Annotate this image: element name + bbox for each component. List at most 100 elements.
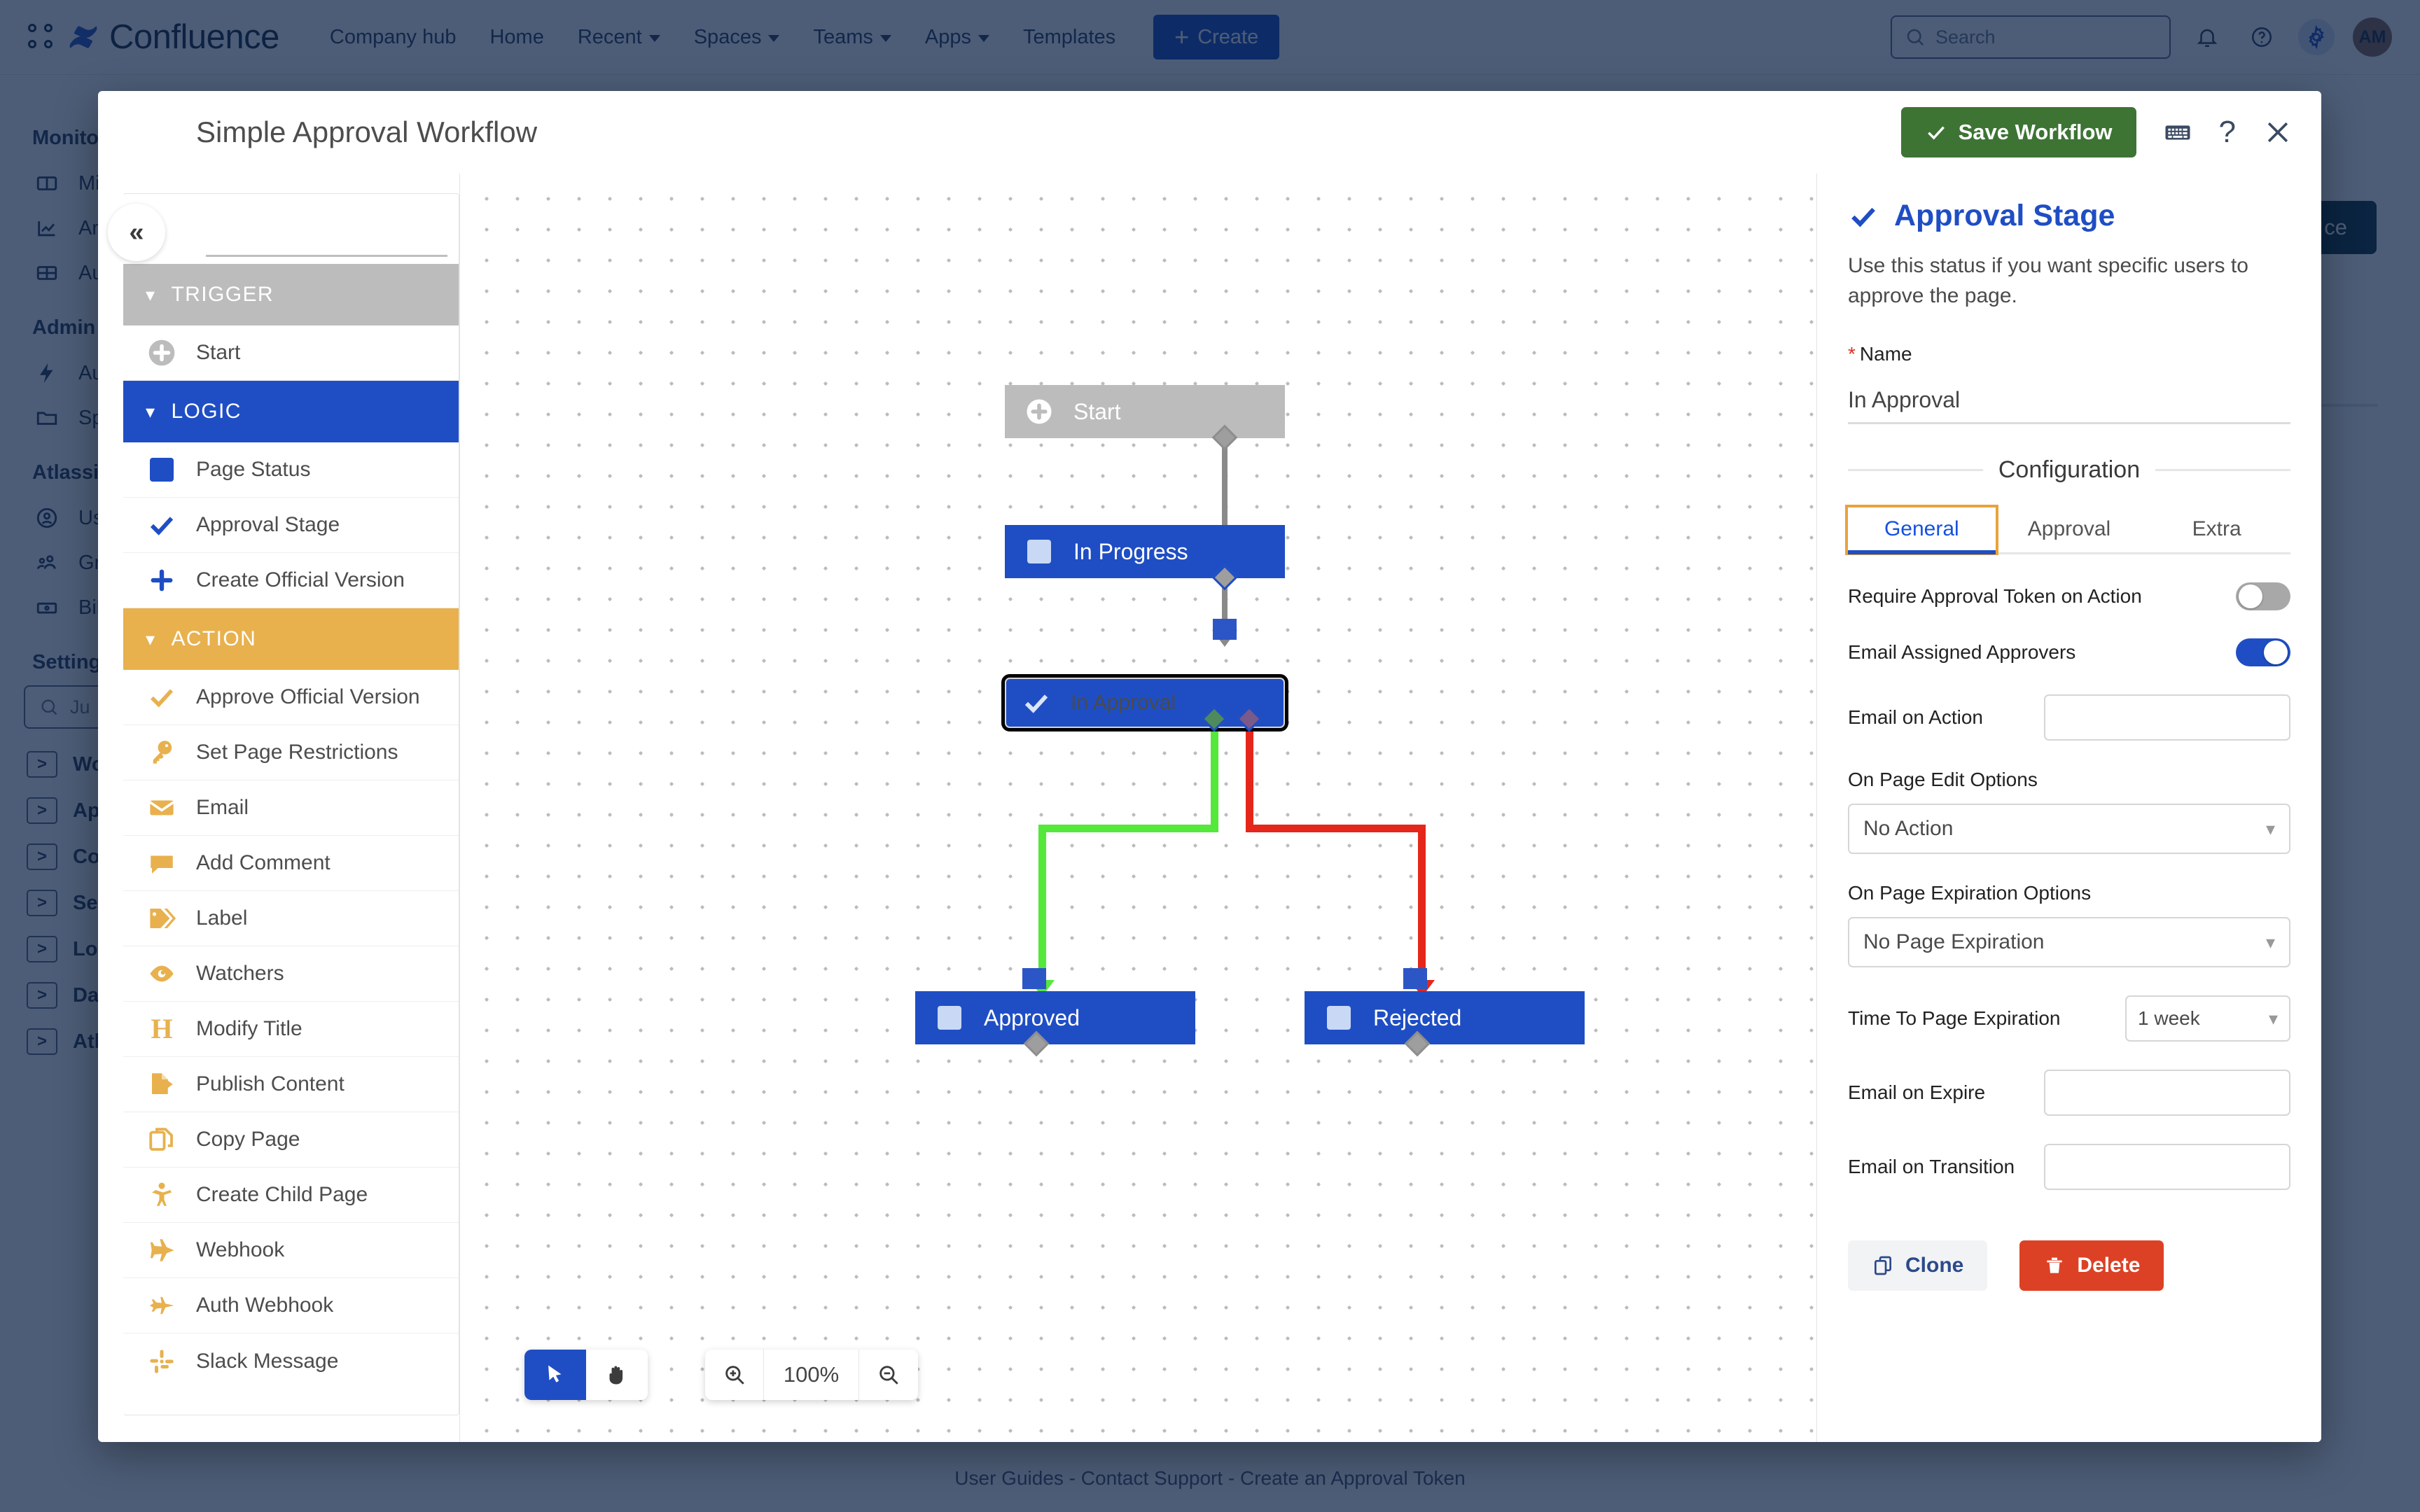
palette-group-label: TRIGGER	[171, 283, 274, 306]
select-tool-button[interactable]	[524, 1350, 586, 1400]
palette-item-add-comment[interactable]: Add Comment	[123, 836, 459, 891]
email-on-transition-input[interactable]	[2044, 1144, 2290, 1191]
palette-item-slack-message[interactable]: Slack Message	[123, 1334, 459, 1389]
palette-item-label[interactable]: Label	[123, 891, 459, 946]
port-rejected-top[interactable]	[1403, 968, 1427, 989]
port-approved-top[interactable]	[1022, 968, 1046, 989]
field-require-approval-token: Require Approval Token on Action	[1848, 582, 2290, 611]
palette-item-label: Approval Stage	[196, 513, 340, 536]
copy-icon	[146, 1124, 178, 1156]
collapse-panel-button[interactable]: «	[108, 204, 165, 261]
palette-item-label: Slack Message	[196, 1349, 339, 1373]
palette-item-modify-title[interactable]: H Modify Title	[123, 1002, 459, 1057]
pan-tool-button[interactable]	[586, 1350, 648, 1400]
workflow-node-label: In Progress	[1073, 538, 1188, 564]
workflow-node-rejected[interactable]: Rejected	[1305, 991, 1585, 1044]
required-asterisk: *	[1848, 343, 1856, 365]
square-icon	[1323, 1002, 1355, 1034]
zoom-in-button[interactable]	[705, 1350, 764, 1400]
port-in-approval-top[interactable]	[1213, 619, 1237, 640]
on-page-expiration-value: No Page Expiration	[1863, 930, 2045, 954]
config-panel: Approval Stage Use this status if you wa…	[1817, 174, 2321, 1442]
tab-label: Approval	[2027, 517, 2111, 541]
on-page-expiration-label: On Page Expiration Options	[1848, 882, 2092, 904]
workflow-node-label: Rejected	[1373, 1004, 1462, 1030]
palette-item-set-page-restrictions[interactable]: Set Page Restrictions	[123, 725, 459, 780]
palette-item-email[interactable]: Email	[123, 780, 459, 836]
pointer-mode-group	[524, 1350, 648, 1400]
close-icon[interactable]	[2262, 117, 2293, 148]
palette-item-label: Email	[196, 796, 249, 819]
palette-item-start[interactable]: Start	[123, 326, 459, 381]
configuration-label: Configuration	[1998, 456, 2141, 484]
chevron-down-icon: ▾	[146, 628, 156, 650]
palette-item-label: Label	[196, 906, 248, 930]
check-icon	[1927, 126, 1945, 140]
email-on-action-input[interactable]	[2044, 694, 2290, 741]
tag-icon	[146, 902, 178, 934]
palette-item-label: Start	[196, 341, 241, 364]
palette-group-trigger[interactable]: ▾ TRIGGER	[123, 264, 459, 326]
palette-item-create-official-version[interactable]: Create Official Version	[123, 553, 459, 608]
check-icon	[146, 681, 178, 713]
field-email-assigned-approvers: Email Assigned Approvers	[1848, 638, 2290, 667]
palette-group-logic[interactable]: ▾ LOGIC	[123, 381, 459, 442]
palette-item-watchers[interactable]: Watchers	[123, 946, 459, 1002]
palette-group-label: LOGIC	[171, 400, 242, 423]
name-input[interactable]	[1848, 378, 2290, 425]
delete-button[interactable]: Delete	[2019, 1240, 2164, 1292]
save-workflow-button[interactable]: Save Workflow	[1900, 107, 2136, 158]
square-icon	[933, 1002, 966, 1034]
on-page-edit-value: No Action	[1863, 817, 1954, 841]
palette-item-auth-webhook[interactable]: Auth Webhook	[123, 1278, 459, 1334]
name-label-text: Name	[1859, 343, 1912, 365]
workflow-node-approved[interactable]: Approved	[915, 991, 1195, 1044]
keyboard-shortcuts-icon[interactable]	[2163, 118, 2192, 147]
workflow-canvas[interactable]: Start In Progress In Approval Approved	[459, 174, 1817, 1442]
field-time-to-page-expiration: Time To Page Expiration 1 week ▾	[1848, 995, 2290, 1042]
chevron-down-icon: ▾	[146, 400, 156, 422]
zoom-controls: 100%	[705, 1350, 918, 1400]
palette-search-input[interactable]	[206, 219, 447, 257]
field-email-on-action: Email on Action	[1848, 694, 2290, 741]
palette-item-label: Set Page Restrictions	[196, 741, 398, 764]
workflow-node-start[interactable]: Start	[1005, 385, 1285, 438]
on-page-expiration-select[interactable]: No Page Expiration ▾	[1848, 917, 2290, 968]
email-approvers-label: Email Assigned Approvers	[1848, 641, 2076, 664]
edge-in-approval-to-rejected-v1	[1246, 728, 1253, 832]
on-page-edit-select[interactable]: No Action ▾	[1848, 804, 2290, 855]
palette-group-action[interactable]: ▾ ACTION	[123, 608, 459, 670]
palette-item-copy-page[interactable]: Copy Page	[123, 1112, 459, 1168]
palette-item-label: Create Official Version	[196, 568, 405, 592]
email-approvers-toggle[interactable]	[2236, 638, 2290, 667]
palette-item-webhook[interactable]: Webhook	[123, 1223, 459, 1278]
workflow-node-in-approval[interactable]: In Approval	[1001, 674, 1288, 732]
zoom-out-button[interactable]	[859, 1350, 918, 1400]
eye-icon	[146, 958, 178, 990]
comment-icon	[146, 847, 178, 879]
palette-item-label: Approve Official Version	[196, 685, 420, 708]
palette-item-publish-content[interactable]: Publish Content	[123, 1057, 459, 1112]
edge-in-approval-to-approved-h	[1038, 825, 1218, 832]
zoom-level-label[interactable]: 100%	[764, 1350, 859, 1400]
clone-button[interactable]: Clone	[1848, 1240, 1988, 1292]
palette-item-create-child-page[interactable]: Create Child Page	[123, 1168, 459, 1223]
palette-item-approve-official-version[interactable]: Approve Official Version	[123, 670, 459, 725]
require-token-label: Require Approval Token on Action	[1848, 585, 2142, 608]
require-token-toggle[interactable]	[2236, 582, 2290, 611]
email-on-expire-input[interactable]	[2044, 1070, 2290, 1116]
palette-item-label: Page Status	[196, 458, 311, 481]
time-to-expiration-label: Time To Page Expiration	[1848, 1007, 2061, 1030]
tab-general[interactable]: General	[1845, 505, 1998, 556]
node-palette: « ▾ TRIGGER Start ▾ LOGIC Page St	[108, 193, 459, 1415]
palette-item-page-status[interactable]: Page Status	[123, 442, 459, 498]
workflow-node-label: In Approval	[1071, 691, 1176, 714]
envelope-icon	[146, 792, 178, 824]
tab-approval[interactable]: Approval	[1996, 507, 2143, 552]
palette-item-label: Watchers	[196, 962, 284, 985]
time-to-expiration-select[interactable]: 1 week ▾	[2125, 995, 2290, 1042]
help-icon[interactable]: ?	[2218, 115, 2236, 149]
palette-item-approval-stage[interactable]: Approval Stage	[123, 498, 459, 553]
tab-extra[interactable]: Extra	[2143, 507, 2290, 552]
workflow-node-in-progress[interactable]: In Progress	[1005, 525, 1285, 578]
